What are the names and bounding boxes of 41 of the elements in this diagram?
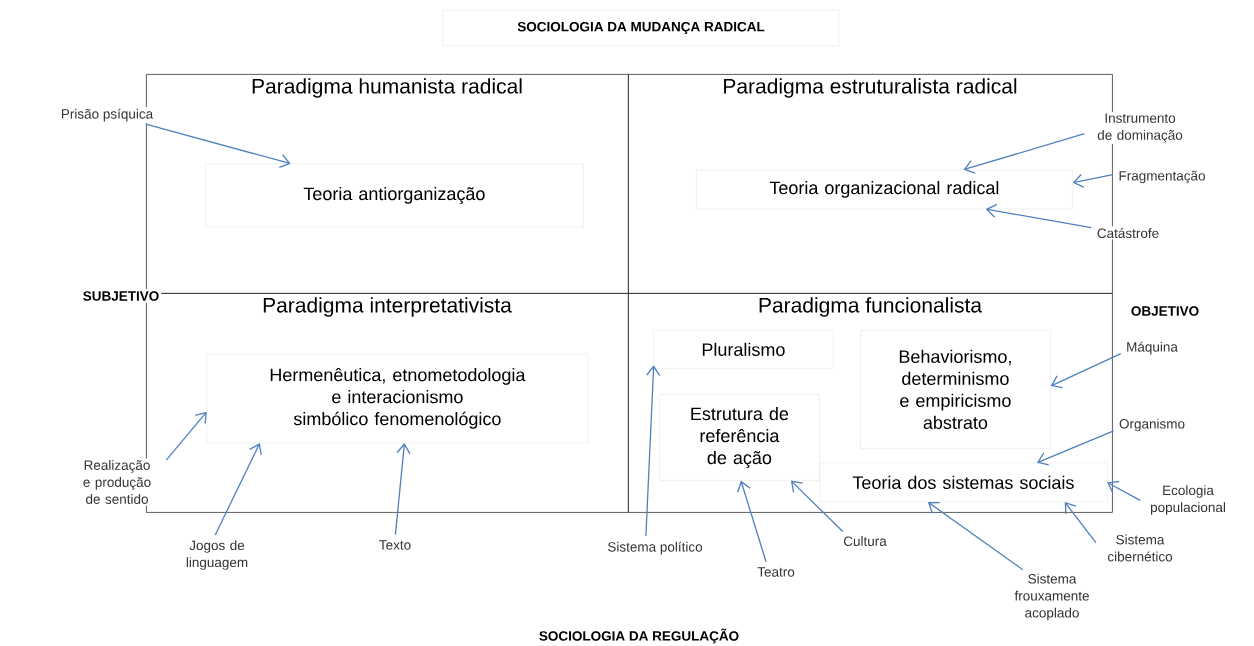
metaphor-label: Prisão psíquica xyxy=(59,107,155,123)
metaphor-label: Máquina xyxy=(1124,340,1180,356)
arrow xyxy=(1072,173,1114,188)
arrow xyxy=(1050,352,1122,389)
metaphor-label: Realização e produção de sentido xyxy=(70,458,164,506)
theory-box: Pluralismo xyxy=(653,330,834,369)
metaphor-label: Texto xyxy=(377,538,413,552)
theory-box: Hermenêutica, etnometodologia e interacionismo simbólico fenomenológico xyxy=(206,353,589,444)
metaphor-label: Sistema cibernético xyxy=(1098,533,1182,563)
theory-box: Teoria antiorganização xyxy=(205,163,584,228)
theory-box: Estrutura de referência de ação xyxy=(659,394,820,481)
axis-heading: SOCIOLOGIA DA REGULAÇÃO xyxy=(536,626,742,646)
arrow xyxy=(165,411,207,461)
arrow xyxy=(1107,480,1141,502)
axis-heading: SOCIOLOGIA DA MUDANÇA RADICAL xyxy=(442,9,840,47)
metaphor-label: Sistema político xyxy=(605,540,705,556)
axis-label: SUBJETIVO xyxy=(80,289,162,303)
arrow xyxy=(927,502,1024,571)
metaphor-label: Catástrofe xyxy=(1095,226,1161,240)
theory-box: Behaviorismo, determinismo e empiricismo abstrato xyxy=(860,330,1051,449)
axis-label: OBJETIVO xyxy=(1128,304,1202,318)
arrow xyxy=(963,133,1086,174)
arrow xyxy=(394,443,411,536)
metaphor-label: Sistema frouxamente acoplado xyxy=(1008,572,1096,622)
metaphor-label: Cultura xyxy=(841,534,889,548)
theory-box: Teoria dos sistemas sociais xyxy=(819,462,1108,503)
arrow xyxy=(145,123,291,168)
arrow xyxy=(214,443,262,536)
metaphor-label: Fragmentação xyxy=(1117,169,1208,185)
metaphor-label: Ecologia populacional xyxy=(1144,483,1232,517)
metaphor-label: Organismo xyxy=(1117,417,1187,433)
metaphor-label: Jogos de linguagem xyxy=(175,538,259,572)
arrow xyxy=(985,203,1092,229)
metaphor-label: Teatro xyxy=(755,565,797,579)
arrow xyxy=(1036,430,1115,466)
arrow xyxy=(790,480,844,533)
arrow xyxy=(645,365,661,537)
theory-box: Teoria organizacional radical xyxy=(696,169,1073,210)
arrow xyxy=(737,480,767,563)
arrow xyxy=(1064,502,1097,544)
metaphor-label: Instrumento de dominação xyxy=(1088,111,1192,145)
